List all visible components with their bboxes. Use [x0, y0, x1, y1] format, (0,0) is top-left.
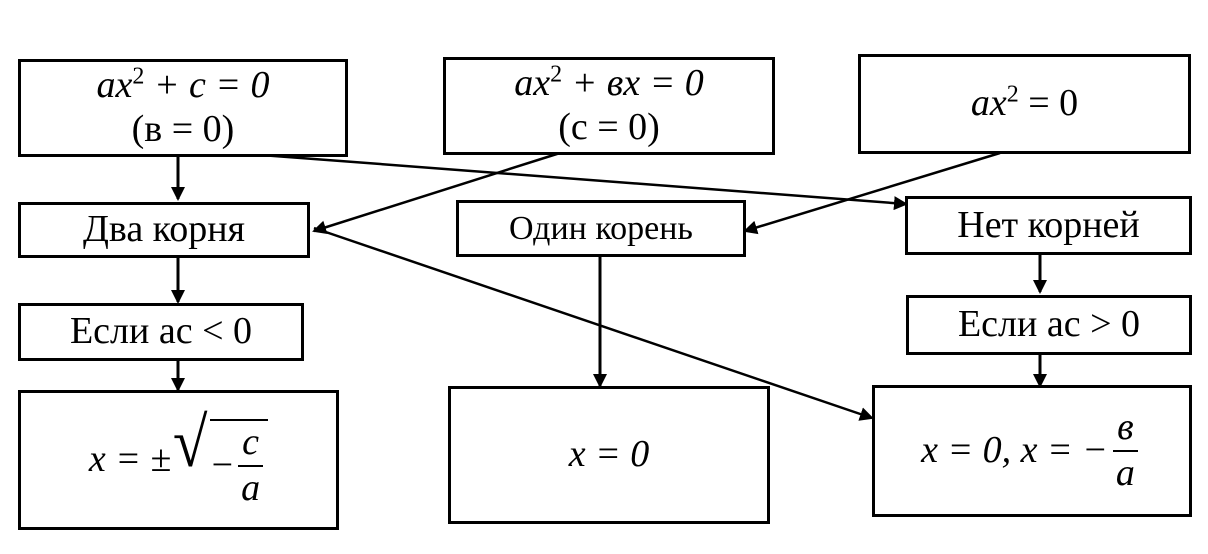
- arrow-eq1-to-no-roots: [234, 151, 908, 211]
- arrow-eq2-to-two-roots: [312, 151, 561, 235]
- condition-ac-greater-box: Если ac > 0: [906, 295, 1192, 355]
- result-no-roots-box: x = 0, x = − в a: [872, 385, 1192, 517]
- formula-lhs: x = ±: [88, 438, 172, 481]
- equation-box-c: ax2 + c = 0 (в = 0): [18, 59, 348, 157]
- no-roots-box: Нет корней: [905, 196, 1192, 255]
- arrow-two-roots-to-result-right: [313, 226, 874, 421]
- equation-box-zero: ax2 = 0: [858, 54, 1191, 154]
- equation-line: ax2 + c = 0: [96, 63, 270, 107]
- equation-box-b: ax2 + вx = 0 (c = 0): [443, 57, 775, 155]
- result-two-roots-box: x = ± √ − c a: [18, 390, 339, 530]
- two-roots-box: Два корня: [18, 202, 310, 258]
- equation-condition: (c = 0): [558, 106, 660, 148]
- sqrt-expression: √ − c a: [171, 409, 269, 510]
- fraction: в a: [1112, 406, 1139, 495]
- formula-lhs: x = 0, x = −: [921, 429, 1108, 472]
- result-one-root-box: x = 0: [448, 386, 770, 524]
- arrow-eq3-to-one-root: [743, 151, 1001, 235]
- equation-line: ax2 + вx = 0: [514, 61, 704, 105]
- condition-ac-less-box: Если ac < 0: [18, 303, 304, 361]
- one-root-box: Один корень: [456, 200, 746, 257]
- equation-condition: (в = 0): [131, 108, 235, 150]
- equation-line: ax2 = 0: [970, 81, 1079, 125]
